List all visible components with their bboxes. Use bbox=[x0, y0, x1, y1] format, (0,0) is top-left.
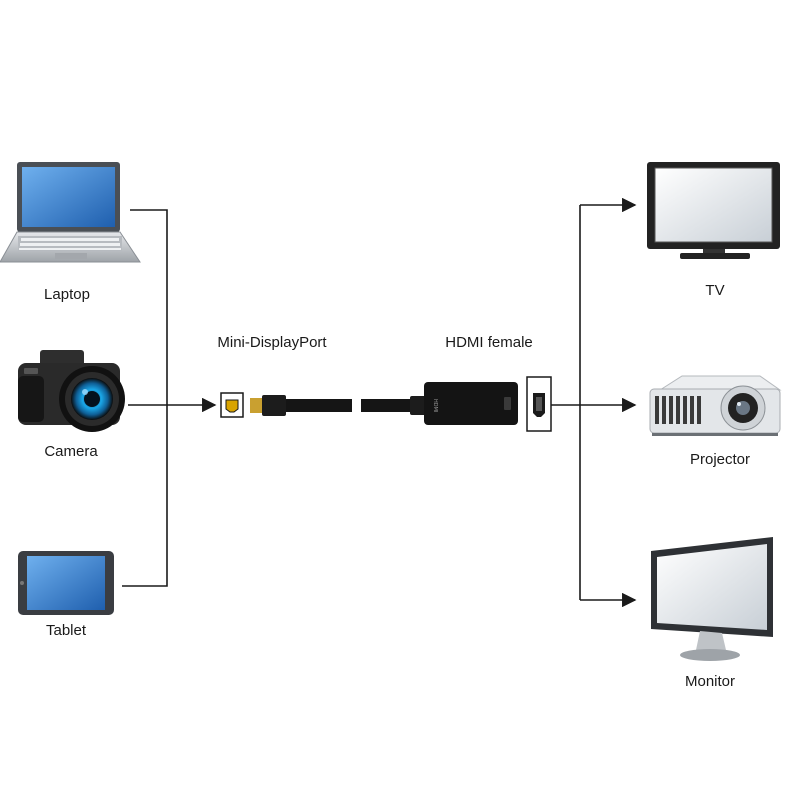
camera-icon bbox=[18, 350, 125, 432]
monitor-icon bbox=[651, 537, 773, 661]
hdmi-adapter: HDMI bbox=[361, 376, 552, 432]
laptop-wire bbox=[130, 209, 168, 405]
camera-label: Camera bbox=[44, 443, 98, 460]
projector-icon bbox=[649, 375, 782, 436]
laptop-label: Laptop bbox=[44, 286, 90, 303]
source-wires bbox=[122, 209, 217, 587]
tv-icon bbox=[647, 162, 780, 259]
mini-displayport-plug bbox=[220, 392, 352, 418]
tablet-wire bbox=[122, 405, 168, 587]
hdmi-housing-text: HDMI bbox=[432, 399, 438, 412]
tablet-label: Tablet bbox=[46, 622, 87, 639]
projector-label: Projector bbox=[690, 451, 750, 468]
mini-displayport-label: Mini-DisplayPort bbox=[217, 334, 327, 351]
tablet-icon bbox=[18, 551, 114, 615]
hdmi-female-label: HDMI female bbox=[445, 334, 533, 351]
tv-label: TV bbox=[705, 282, 724, 299]
laptop-icon bbox=[0, 162, 141, 263]
monitor-label: Monitor bbox=[685, 673, 735, 690]
output-wires bbox=[551, 197, 637, 608]
